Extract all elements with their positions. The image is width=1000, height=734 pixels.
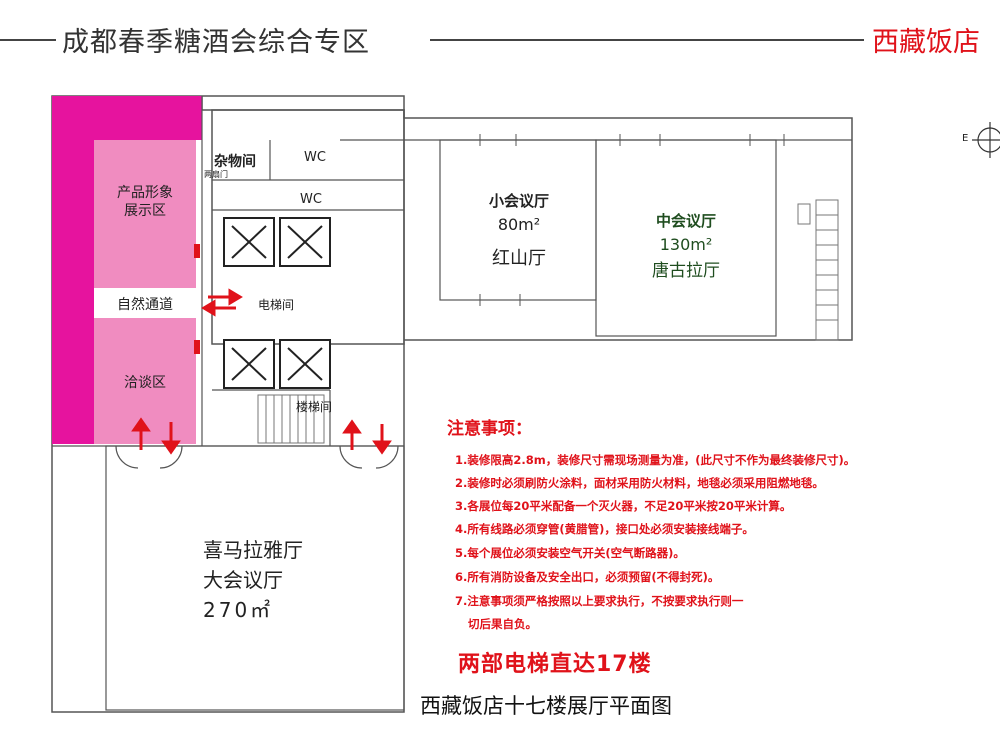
small-meeting-alias: 红山厅 xyxy=(492,248,546,269)
stairwell-label: 楼梯间 xyxy=(296,400,333,414)
note-item-6: 6.所有消防设备及安全出口，必须预留(不得封死)。 xyxy=(455,570,720,584)
notes-title: 注意事项： xyxy=(447,419,532,439)
large-hall xyxy=(105,445,405,711)
elevator-hall-label: 电梯间 xyxy=(258,298,295,312)
small-meeting-area: 80m² xyxy=(497,215,541,234)
header-line-right xyxy=(430,39,864,41)
page-title: 成都春季糖酒会综合专区 xyxy=(62,27,370,58)
note-item-1: 1.装修限高2.8m，装修尺寸需现场测量为准，(此尺寸不作为最终装修尺寸)。 xyxy=(455,453,856,467)
wc1-label: WC xyxy=(304,150,326,165)
medium-meeting-alias: 唐古拉厅 xyxy=(652,261,720,281)
large-hall-area: 270㎡ xyxy=(203,598,274,622)
product-display-zone xyxy=(94,140,196,288)
plan-caption: 西藏饭店十七楼展厅平面图 xyxy=(420,694,672,718)
small-meeting-name: 小会议厅 xyxy=(488,192,549,210)
note-item-7-cont: 切后果自负。 xyxy=(468,617,537,631)
note-item-3: 3.各展位每20平米配备一个灭火器，不足20平米按20平米计算。 xyxy=(455,499,792,513)
wc2-label: WC xyxy=(300,192,322,207)
natural-passage-label: 自然通道 xyxy=(117,297,173,313)
compass-east-label: E xyxy=(962,133,969,144)
small-meeting-label: 小会议厅 80m² 红山厅 xyxy=(470,190,568,270)
storage-door-label: 两扇门 xyxy=(204,170,228,179)
large-hall-name: 喜马拉雅厅 xyxy=(203,538,303,562)
medium-meeting-label: 中会议厅 130m² 唐古拉厅 xyxy=(630,210,742,281)
note-item-7: 7.注意事项须严格按照以上要求执行，不按要求执行则一 xyxy=(455,594,744,608)
note-item-2: 2.装修时必须刷防火涂料，面材采用防火材料，地毯必须采用阻燃地毯。 xyxy=(455,476,824,490)
magenta-strip xyxy=(52,96,94,444)
product-display-line2: 展示区 xyxy=(124,203,166,219)
compass-icon xyxy=(972,122,1000,158)
large-hall-type: 大会议厅 xyxy=(203,568,283,592)
product-display-label: 产品形象 展示区 xyxy=(100,184,190,220)
product-display-line1: 产品形象 xyxy=(117,185,173,201)
elevator-note: 两部电梯直达17楼 xyxy=(458,652,652,677)
medium-meeting-name: 中会议厅 xyxy=(655,212,716,230)
note-item-5: 5.每个展位必须安装空气开关(空气断路器)。 xyxy=(455,546,685,560)
header-line-left xyxy=(0,39,56,41)
negotiation-zone xyxy=(94,318,196,444)
note-item-4: 4.所有线路必须穿管(黄腊管)，接口处必须安装接线端子。 xyxy=(455,522,754,536)
natural-passage-zone xyxy=(94,288,196,318)
hotel-name: 西藏饭店 xyxy=(872,27,980,58)
medium-meeting-area: 130m² xyxy=(659,235,713,254)
large-hall-label: 喜马拉雅厅 大会议厅 270㎡ xyxy=(203,535,303,625)
magenta-top xyxy=(94,96,202,140)
storage-label: 杂物间 xyxy=(214,154,256,170)
negotiation-label: 洽谈区 xyxy=(124,375,166,391)
